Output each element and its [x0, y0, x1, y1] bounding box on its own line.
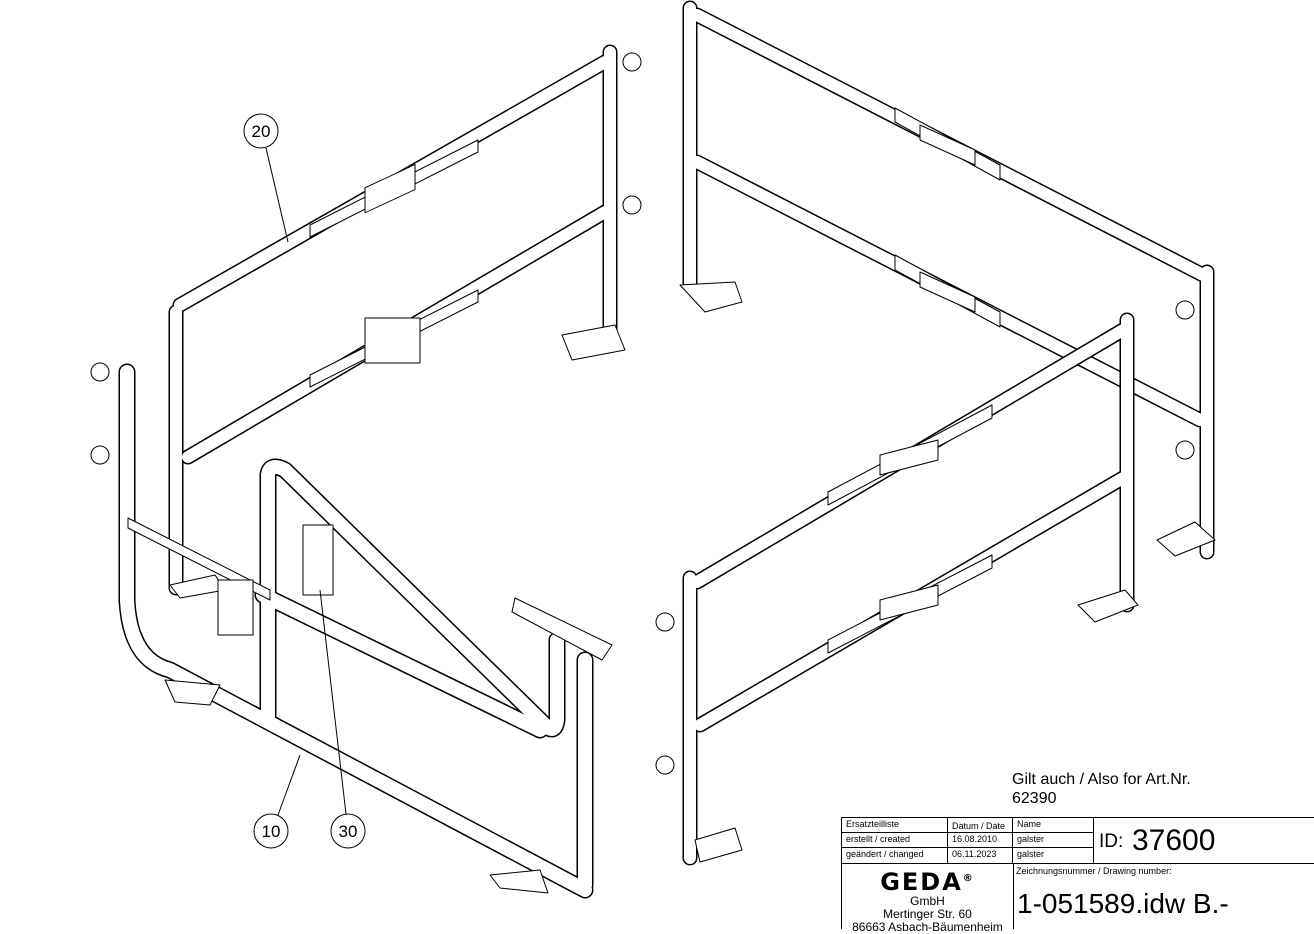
header-name: Name: [1013, 818, 1094, 833]
id-field: ID: 37600: [1094, 818, 1314, 864]
note-line-1: Gilt auch / Also for Art.Nr.: [1012, 771, 1191, 788]
applicability-note: Gilt auch / Also for Art.Nr. 62390: [1012, 770, 1191, 808]
header-spare-parts-list: Ersatzteilliste: [842, 818, 948, 833]
created-label: erstellt / created: [842, 833, 948, 848]
callout-number: 20: [252, 122, 271, 141]
scaffold-couplers: [90, 52, 1195, 775]
changed-label: geändert / changed: [842, 848, 948, 864]
note-article-number: 62390: [1012, 790, 1057, 807]
company-street: Mertinger Str. 60: [883, 907, 972, 921]
callout-number: 10: [262, 822, 281, 841]
id-value: 37600: [1132, 824, 1216, 857]
callout-20: 20: [243, 113, 289, 243]
gate-section: [118, 363, 613, 899]
geda-logo: GEDA®: [880, 868, 975, 896]
id-label: ID:: [1099, 831, 1124, 852]
front-right-railing: [682, 312, 1139, 866]
header-date: Datum / Date: [948, 818, 1013, 833]
callout-30: 30: [319, 589, 366, 849]
callout-number: 30: [339, 822, 358, 841]
drawing-number-label: Zeichnungsnummer / Drawing number:: [1016, 866, 1172, 876]
back-left-railing: [168, 44, 626, 599]
company-block: GEDA® GmbH Mertinger Str. 60 86663 Asbac…: [842, 864, 1014, 934]
created-name: galster: [1013, 833, 1094, 848]
changed-name: galster: [1013, 848, 1094, 864]
company-name: GmbH: [910, 894, 945, 908]
callout-10: 10: [253, 754, 301, 849]
drawing-number: 1-051589.idw B.-: [1017, 888, 1229, 919]
created-date: 16.08.2010: [948, 833, 1013, 848]
changed-date: 06.11.2023: [948, 848, 1013, 864]
title-block: Ersatzteilliste Datum / Date Name erstel…: [841, 817, 1314, 934]
back-right-railing: [679, 0, 1216, 560]
